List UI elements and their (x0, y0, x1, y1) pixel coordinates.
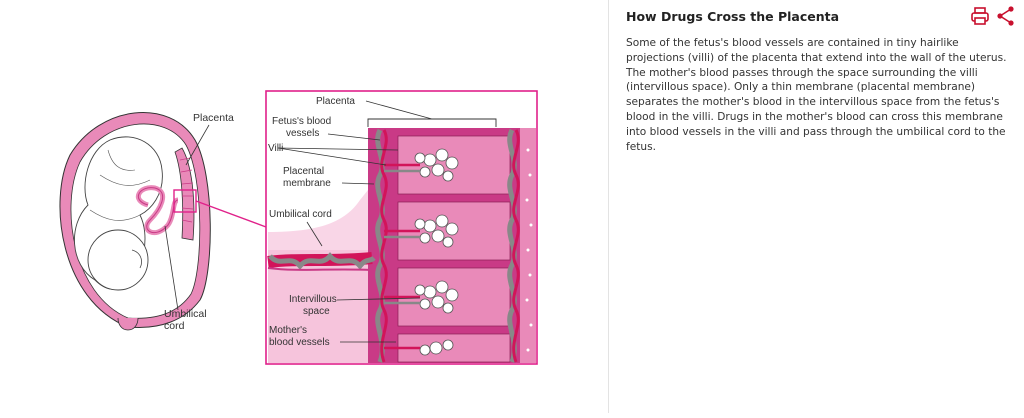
label-fetus-vessels-2: vessels (286, 128, 319, 139)
label-umbilical-overview-2: cord (164, 320, 185, 332)
label-mothers-vessels-1: Mother's (269, 325, 307, 336)
share-icon[interactable] (994, 4, 1018, 28)
uterus-overview (59, 112, 267, 331)
pane-divider (608, 0, 609, 413)
label-mothers-vessels-2: blood vessels (269, 337, 330, 348)
article-actions (968, 4, 1020, 28)
label-umbilical-detail: Umbilical cord (269, 209, 332, 220)
label-membrane-1: Placental (283, 166, 324, 177)
article-title: How Drugs Cross the Placenta (626, 9, 840, 24)
placenta-diagram: Placenta Umbilical cord (59, 90, 538, 365)
label-placenta-overview: Placenta (193, 112, 234, 124)
label-placenta-detail: Placenta (316, 96, 355, 107)
placenta-detail (265, 90, 538, 365)
label-umbilical-overview-1: Umbilical (164, 308, 207, 320)
label-membrane-2: membrane (283, 178, 331, 189)
label-fetus-vessels-1: Fetus's blood (272, 116, 331, 127)
figure-pane: Placenta Umbilical cord (59, 90, 538, 365)
article-body: Some of the fetus's blood vessels are co… (626, 37, 1007, 153)
label-villi: Villi (268, 143, 283, 154)
article-pane: How Drugs Cross the Placenta Some of the… (626, 0, 1018, 413)
label-intervillous-2: space (303, 306, 330, 317)
label-intervillous-1: Intervillous (289, 294, 337, 305)
print-icon[interactable] (968, 4, 992, 28)
